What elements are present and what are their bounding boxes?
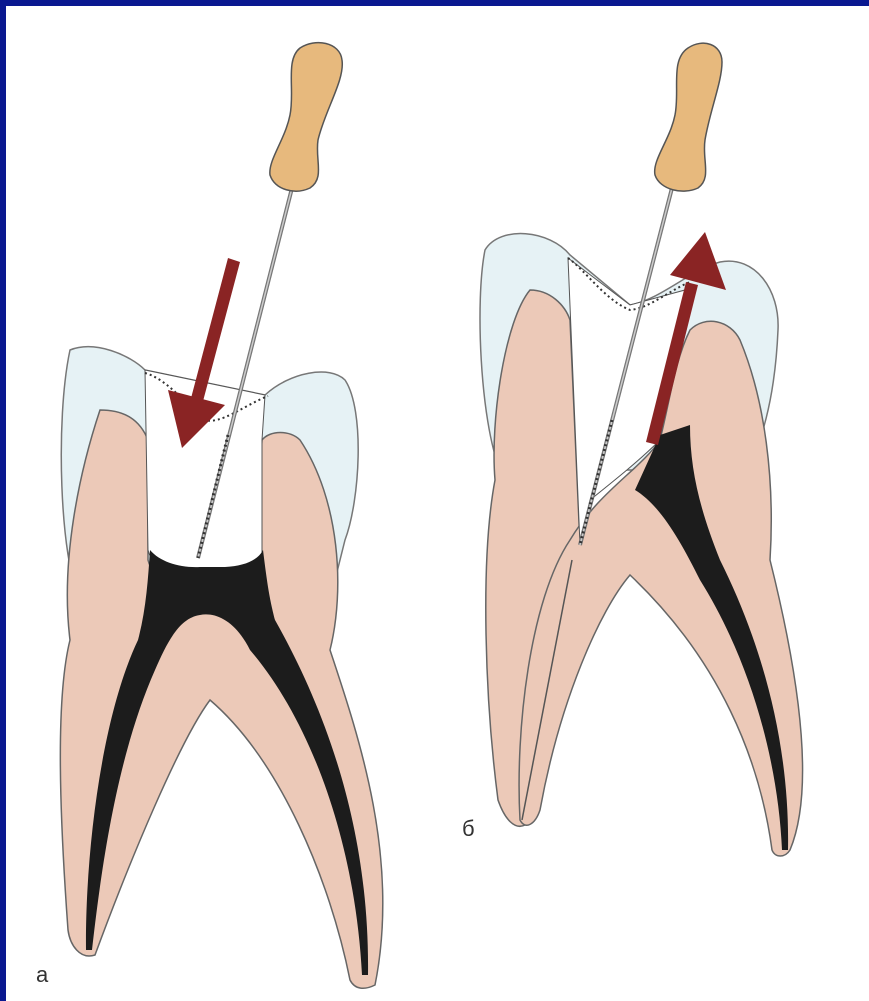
panel-b-tooth — [480, 234, 803, 856]
panel-a-file-handle — [270, 43, 342, 191]
panel-b-file-handle — [655, 43, 722, 191]
panel-a-label: а — [36, 962, 48, 988]
panel-b-label: б — [462, 816, 475, 842]
panel-a-tooth — [60, 347, 383, 989]
